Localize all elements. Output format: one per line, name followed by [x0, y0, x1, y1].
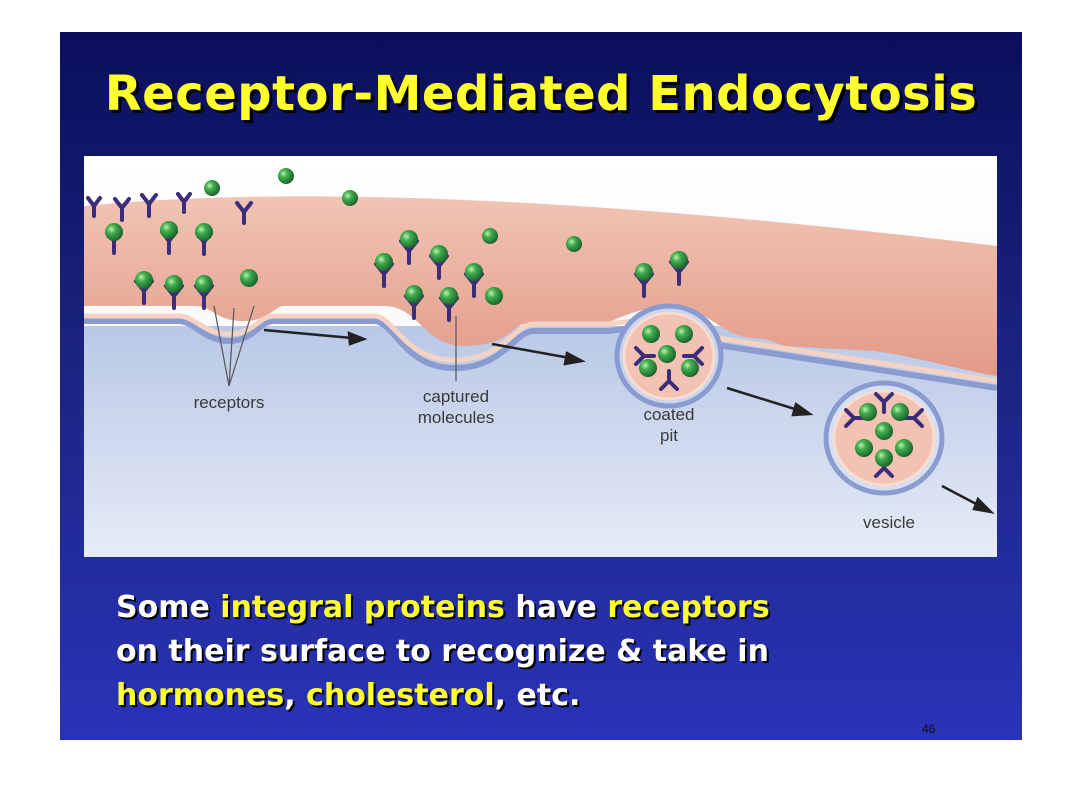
label-captured-line2: molecules	[417, 408, 495, 427]
body-line1-highlight-receptors: receptors	[607, 590, 770, 625]
label-coated-line1: coated	[643, 405, 695, 424]
label-receptors: receptors	[193, 393, 265, 412]
body-line1-seg: have	[504, 590, 608, 625]
body-line3-highlight-cholesterol: cholesterol	[306, 678, 495, 713]
body-line-1: Some integral proteins have receptors	[116, 586, 1006, 630]
page-number: 46	[922, 722, 936, 736]
label-vesicle: vesicle	[863, 513, 915, 532]
body-line1-highlight-integral-proteins: integral proteins	[220, 590, 505, 625]
body-text: Some integral proteins have receptors on…	[116, 586, 1006, 718]
slide: Receptor-Mediated Endocytosis	[60, 32, 1022, 740]
endocytosis-diagram: receptors captured molecules coated pit …	[84, 156, 997, 557]
slide-title: Receptor-Mediated Endocytosis	[104, 66, 978, 122]
label-captured-molecules: captured molecules	[406, 386, 506, 428]
diagram-illustration	[84, 156, 997, 557]
body-line3-seg: ,	[284, 678, 307, 713]
label-coated-pit: coated pit	[629, 404, 709, 446]
label-captured-line1: captured	[422, 387, 490, 406]
label-coated-line2: pit	[660, 426, 678, 445]
body-line3-seg: , etc.	[494, 678, 581, 713]
body-line-2: on their surface to recognize & take in	[116, 630, 1006, 674]
body-line2-seg: on their surface to recognize & take in	[116, 634, 769, 669]
body-line1-seg: Some	[116, 590, 221, 625]
body-line3-highlight-hormones: hormones	[116, 678, 285, 713]
body-line-3: hormones, cholesterol, etc.	[116, 674, 1006, 718]
